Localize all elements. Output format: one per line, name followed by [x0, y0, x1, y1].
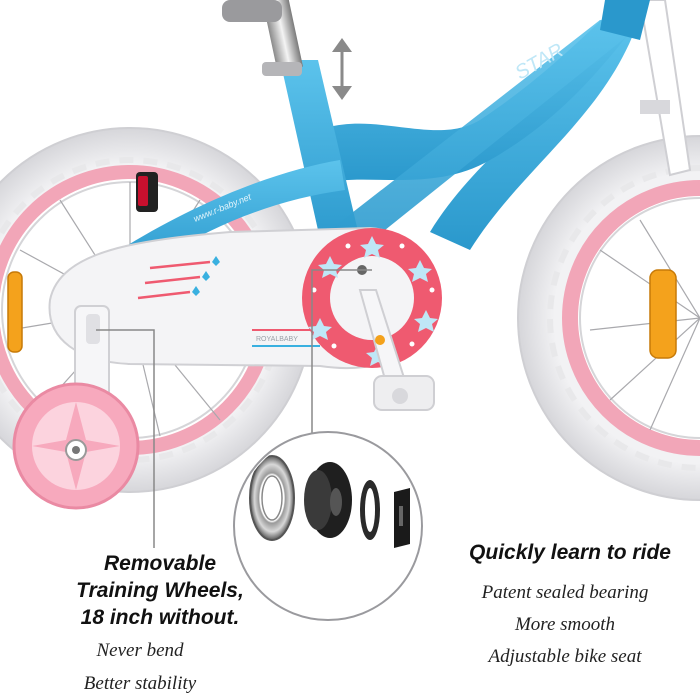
rear-reflector: [7, 271, 23, 353]
right-bullet-2: More smooth: [514, 614, 616, 635]
left-bullet-1: Never bend: [96, 640, 184, 661]
callout-lines: [96, 269, 372, 548]
left-feature-title: Removable Training Wheels, 18 inch witho…: [60, 550, 260, 631]
right-feature-title: Quickly learn to ride: [469, 541, 671, 564]
crank-pedal: [358, 289, 435, 411]
right-bullet-1: Patent sealed bearing: [481, 582, 649, 603]
seat-post: [222, 0, 303, 76]
rear-light: [136, 172, 158, 212]
up-down-arrow-icon: [332, 38, 352, 100]
left-title-line-3: 18 inch without.: [80, 606, 240, 629]
front-reflector: [649, 269, 677, 359]
left-title-line-2: Training Wheels,: [76, 579, 244, 602]
bearing-parts-icon: [233, 431, 423, 621]
chainguard-brand-text: ROYALBABY: [256, 336, 298, 343]
front-wheel: [517, 0, 700, 501]
training-wheel: [12, 305, 140, 510]
left-title-line-1: Removable: [103, 552, 217, 575]
right-bullet-3: Adjustable bike seat: [488, 646, 642, 667]
left-bullet-2: Better stability: [83, 673, 197, 694]
bike-frame: STAR www.r-baby.net: [120, 0, 650, 275]
